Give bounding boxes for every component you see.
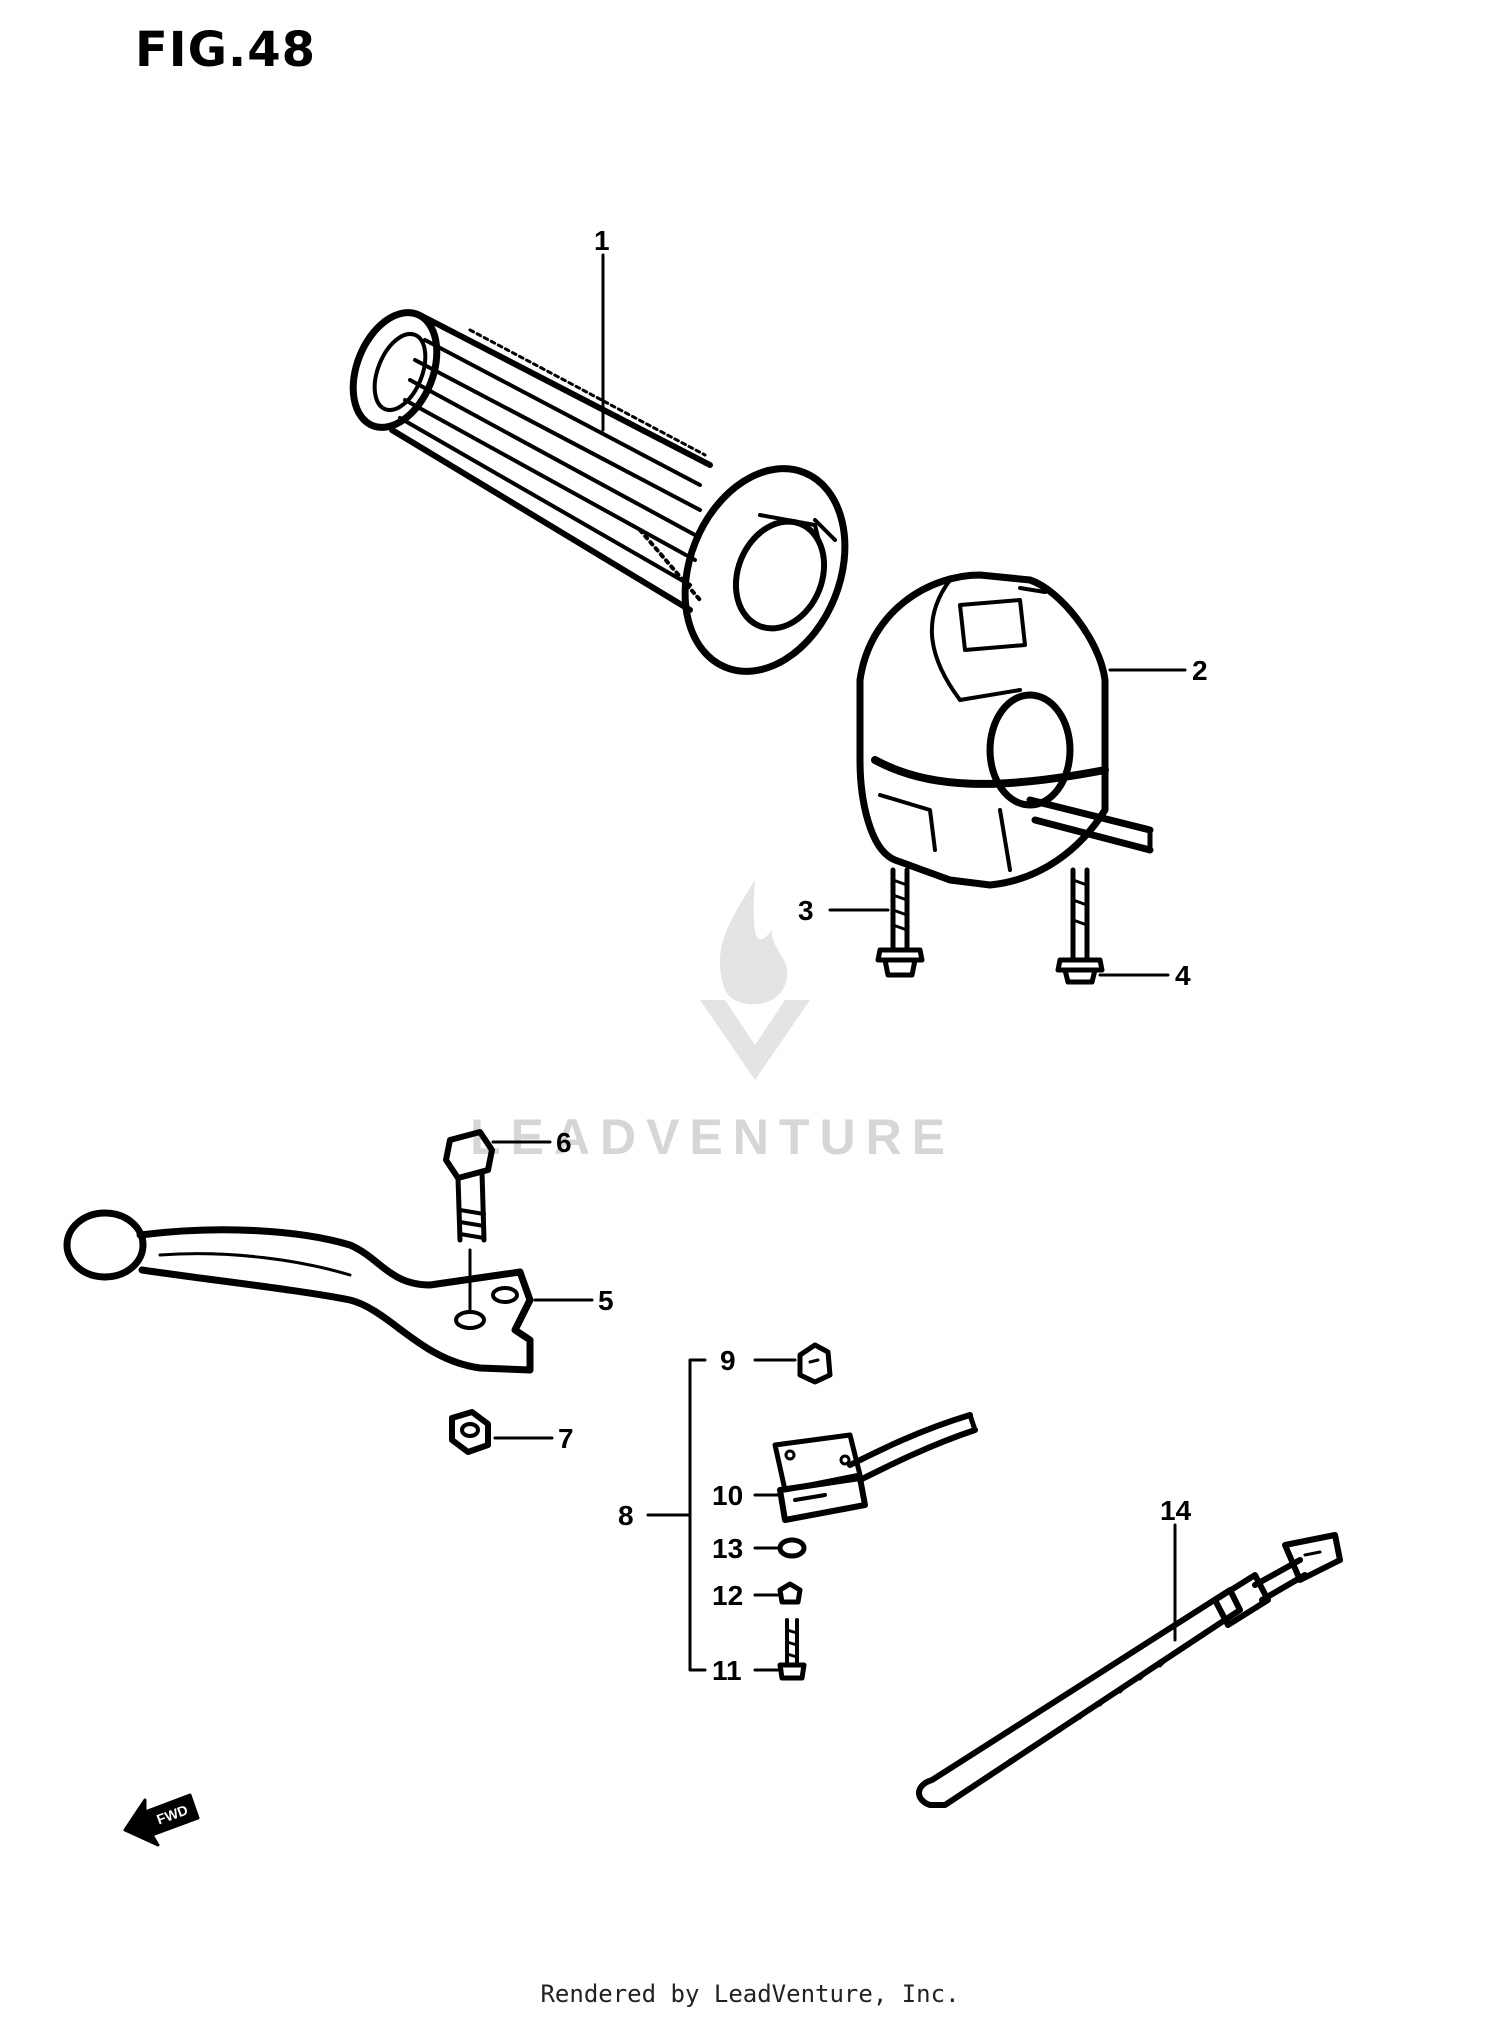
callout-5: 5 [598,1285,614,1316]
washer-13-part [777,1537,807,1559]
watermark-text: LEADVENTURE [470,1109,956,1165]
callout-8: 8 [618,1500,634,1531]
screw-4-part [1055,867,1105,985]
figure-title: FIG.48 [135,22,317,78]
callout-11: 11 [712,1655,742,1686]
callout-3: 3 [798,895,814,926]
forward-arrow-icon [123,1793,200,1847]
callout-4: 4 [1175,960,1191,991]
screw-3-part [875,867,925,978]
cable-tie-part [916,1532,1343,1808]
callout-2: 2 [1192,655,1208,686]
watermark-logo-icon [700,880,810,1080]
switch-housing-part [856,571,1154,889]
nut-part [449,1409,491,1455]
pivot-bolt-part [443,1129,495,1312]
grip-part [349,309,849,675]
footer-credit: Rendered by LeadVenture, Inc. [540,1980,960,2008]
callout-13: 13 [712,1533,743,1564]
callout-6: 6 [556,1127,572,1158]
cap-part [797,1342,833,1385]
group-bracket [688,1358,707,1672]
leader-lines [491,253,1187,1672]
screw-11-part [777,1618,807,1681]
callout-14: 14 [1160,1495,1192,1526]
callout-9: 9 [720,1345,736,1376]
callout-7: 7 [558,1423,574,1454]
callout-10: 10 [712,1480,743,1511]
callout-12: 12 [712,1580,743,1611]
switch-assembly-part [772,1412,978,1523]
washer-12-part [777,1581,803,1605]
brake-lever-part [63,1209,534,1374]
callout-1: 1 [594,225,610,256]
